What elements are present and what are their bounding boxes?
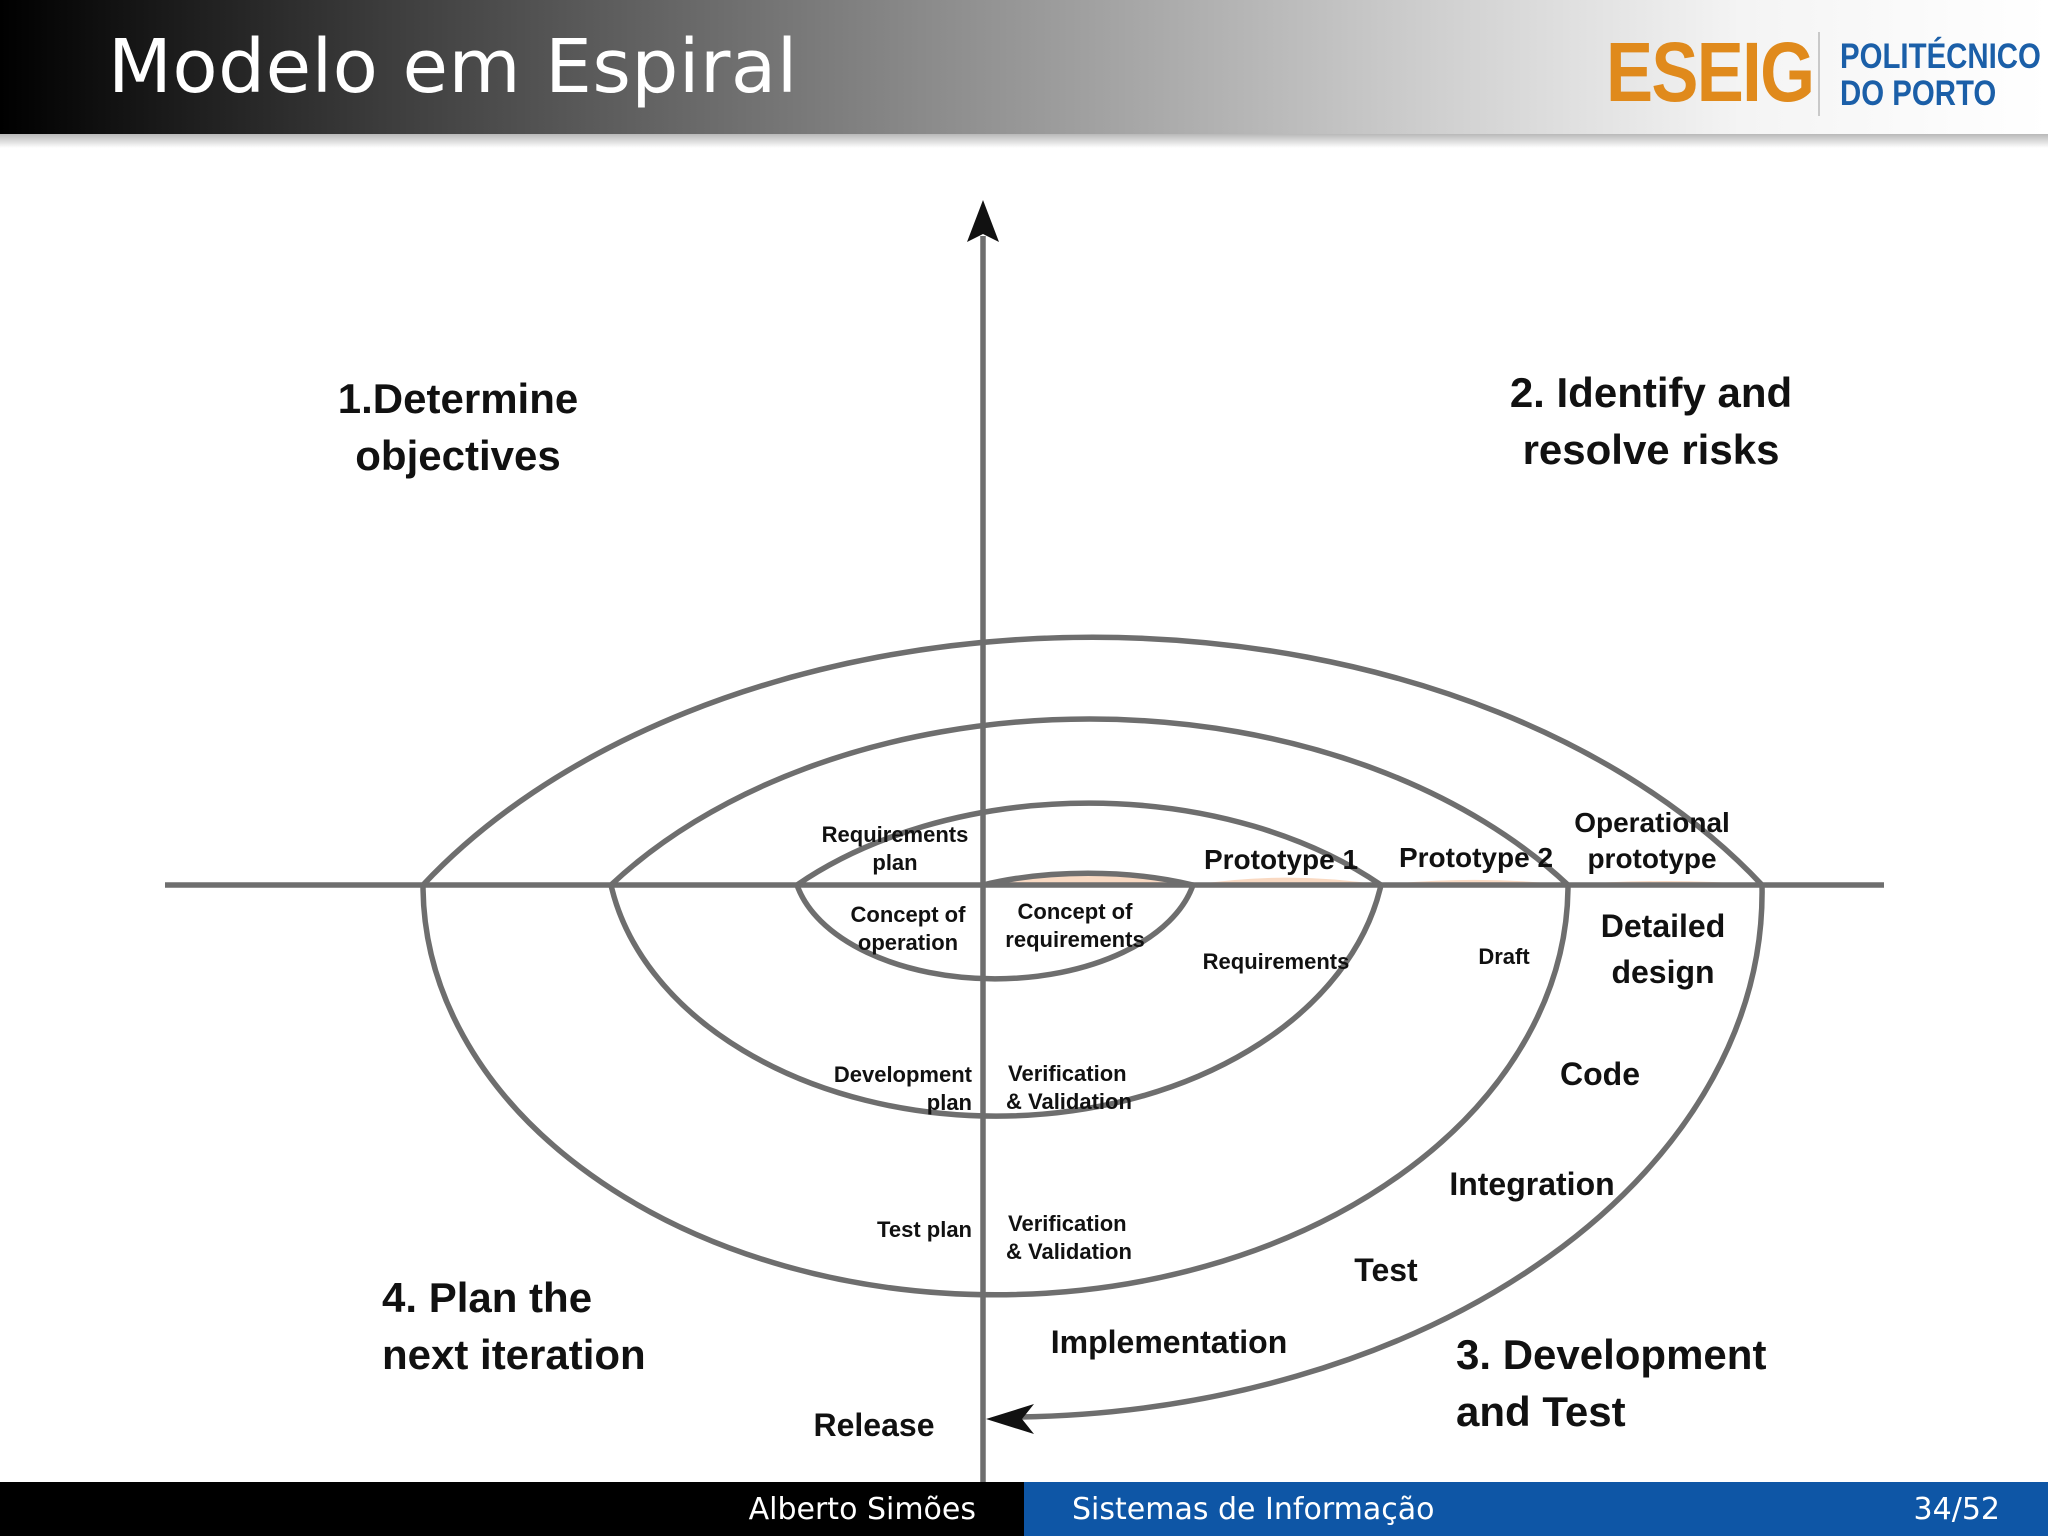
quadrant-4-label-line2: next iteration [382, 1331, 646, 1378]
quadrant-2-label-line2: resolve risks [1523, 426, 1780, 473]
verification-validation-1-label-line1: Verification [1008, 1061, 1127, 1086]
verification-validation-1-label-line2: & Validation [1006, 1089, 1132, 1114]
logo-politecnico-line2: DO PORTO [1840, 74, 1997, 113]
logo-eseig-text: ESEIG [1606, 25, 1815, 119]
concept-of-requirements-label-line1: Concept of [1018, 899, 1134, 924]
quadrant-1-label-line1: 1.Determine [338, 375, 578, 422]
footer-page-number: 34/52 [1913, 1492, 2000, 1527]
quadrant-2-label-line1: 2. Identify and [1510, 369, 1792, 416]
title-shadow [0, 134, 2048, 148]
prototype-1-label: Prototype 1 [1204, 844, 1358, 875]
footer-course: Sistemas de Informação [1072, 1492, 1435, 1527]
draft-label: Draft [1478, 944, 1530, 969]
requirements-plan-label-line2: plan [872, 850, 917, 875]
test-plan-label: Test plan [877, 1217, 972, 1242]
concept-of-operation-label-line1: Concept of [851, 902, 967, 927]
release-label: Release [814, 1407, 935, 1443]
logo-politecnico-line1: POLITÉCNICO [1840, 37, 2041, 76]
logo-politecnico-text: POLITÉCNICO DO PORTO [1840, 38, 2041, 112]
prototype-2-label: Prototype 2 [1399, 842, 1553, 873]
logo-separator [1818, 32, 1820, 116]
axis-arrow-up-icon [967, 200, 999, 242]
release-arrow-icon [986, 1404, 1034, 1434]
footer-author-bar: Alberto Simões [0, 1482, 1024, 1536]
slide-title: Modelo em Espiral [108, 24, 798, 110]
quadrant-3-label-line2: and Test [1456, 1388, 1626, 1435]
operational-prototype-label-line2: prototype [1587, 843, 1716, 874]
development-plan-label-line2: plan [927, 1090, 972, 1115]
quadrant-3-label-line1: 3. Development [1456, 1331, 1766, 1378]
test-label: Test [1354, 1252, 1418, 1288]
requirements-plan-label-line1: Requirements [822, 822, 969, 847]
implementation-label: Implementation [1051, 1324, 1287, 1360]
integration-label: Integration [1449, 1166, 1614, 1202]
operational-prototype-label-line1: Operational [1574, 807, 1730, 838]
verification-validation-2-label-line1: Verification [1008, 1211, 1127, 1236]
quadrant-4-label-line1: 4. Plan the [382, 1274, 592, 1321]
quadrant-1-label-line2: objectives [355, 432, 560, 479]
verification-validation-2-label-line2: & Validation [1006, 1239, 1132, 1264]
spiral-path [420, 634, 1765, 1420]
detailed-design-label-line2: design [1611, 954, 1714, 990]
footer-course-bar: Sistemas de Informação 34/52 [1024, 1482, 2048, 1536]
code-label: Code [1560, 1056, 1640, 1092]
title-bar [0, 0, 2048, 134]
requirements-label: Requirements [1203, 949, 1350, 974]
footer-author: Alberto Simões [748, 1492, 976, 1527]
detailed-design-label-line1: Detailed [1601, 908, 1725, 944]
concept-of-operation-label-line2: operation [858, 930, 958, 955]
institution-logo: ESEIG POLITÉCNICO DO PORTO [1604, 22, 2048, 122]
development-plan-label-line1: Development [834, 1062, 973, 1087]
concept-of-requirements-label-line2: requirements [1005, 927, 1144, 952]
